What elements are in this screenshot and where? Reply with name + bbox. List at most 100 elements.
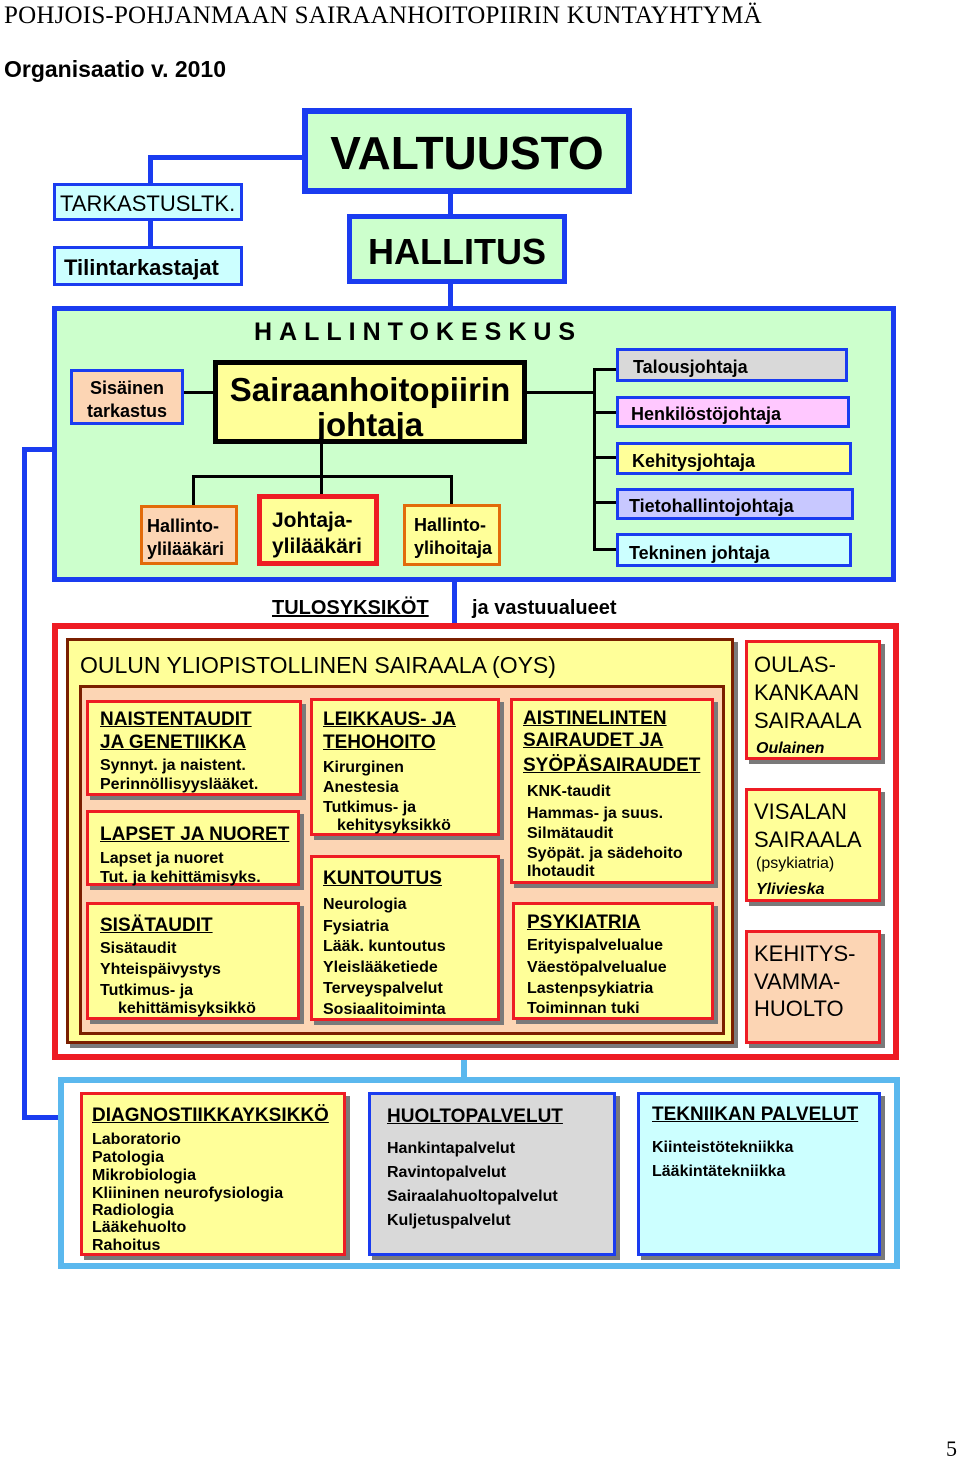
valtuusto-label: VALTUUSTO: [330, 127, 604, 179]
oulaskankaan-place: Oulainen: [756, 740, 825, 757]
diagnostiikka-item: Patologia: [92, 1149, 165, 1166]
visalan-sairaala-box: VISALAN SAIRAALA (psykiatria) Ylivieska: [745, 788, 881, 902]
diagnostiikka-item: Radiologia: [92, 1202, 174, 1219]
psykiatria-item: Toiminnan tuki: [527, 1000, 640, 1017]
hallintoylihoitaja-box: Hallinto- ylihoitaja: [403, 504, 501, 566]
aistinelinten-item: Syöpät. ja sädehoito: [527, 845, 683, 862]
huoltopalvelut-item: Ravintopalvelut: [387, 1164, 507, 1181]
visalan-note: (psykiatria): [756, 855, 835, 872]
sisataudit-item: Sisätaudit: [100, 940, 177, 957]
kehitysjohtaja-box: Kehitysjohtaja: [616, 442, 852, 475]
naistentaudit-title1: NAISTENTAUDIT: [100, 709, 252, 730]
tekniikan-palvelut-item: Lääkintätekniikka: [652, 1163, 786, 1180]
tekniikan-palvelut-title: TEKNIIKAN PALVELUT: [652, 1104, 859, 1125]
diagnostiikka-item: Mikrobiologia: [92, 1167, 196, 1184]
leikkaus-title1: LEIKKAUS- JA: [323, 709, 457, 730]
kuntoutus-item: Sosiaalitoiminta: [323, 1001, 446, 1018]
diagnostiikka-item: Lääkehuolto: [92, 1219, 187, 1236]
huoltopalvelut-item: Hankintapalvelut: [387, 1140, 516, 1157]
tekniikan-palvelut-box: TEKNIIKAN PALVELUT Kiinteistötekniikka L…: [637, 1092, 881, 1256]
aistinelinten-item: Hammas- ja suus.: [527, 805, 664, 822]
tilintarkastajat-label: Tilintarkastajat: [64, 255, 219, 280]
valtuusto-box: VALTUUSTO: [302, 108, 632, 194]
lapset-nuoret-title: LAPSET JA NUORET: [100, 824, 290, 845]
huoltopalvelut-item: Sairaalahuoltopalvelut: [387, 1188, 558, 1205]
page-number: 5: [946, 1436, 957, 1461]
vastuualueet-label: ja vastuualueet: [472, 597, 617, 619]
hallintoylilaakari-box: Hallinto- ylilääkäri: [140, 505, 238, 565]
johtaja-line1: Sairaanhoitopiirin: [229, 371, 511, 408]
aistinelinten-title3: SYÖPÄSAIRAUDET: [523, 755, 701, 776]
sisataudit-box: SISÄTAUDIT Sisätaudit Yhteispäivystys Tu…: [86, 902, 300, 1020]
oulaskankaan-sairaala-box: OULAS- KANKAAN SAIRAALA Oulainen: [745, 640, 881, 760]
aistinelinten-item: Silmätaudit: [527, 825, 614, 842]
tarkastuslautakunta-label: TARKASTUSLTK.: [60, 191, 236, 216]
kehitysvamma-title1: KEHITYS-: [754, 941, 856, 966]
diagnostiikka-item: Kliininen neurofysiologia: [92, 1185, 284, 1202]
page-subtitle: Organisaatio v. 2010: [4, 56, 227, 82]
aistinelinten-box: AISTINELINTEN SAIRAUDET JA SYÖPÄSAIRAUDE…: [510, 698, 714, 884]
diagnostiikka-item: Laboratorio: [92, 1131, 181, 1148]
hallintoylihoitaja-line2: ylihoitaja: [414, 538, 493, 558]
psykiatria-item: Väestöpalvelualue: [527, 959, 667, 976]
huoltopalvelut-item: Kuljetuspalvelut: [387, 1212, 511, 1229]
psykiatria-item: Erityispalvelualue: [527, 937, 664, 954]
kuntoutus-box: KUNTOUTUS Neurologia Fysiatria Lääk. kun…: [310, 855, 500, 1021]
tilintarkastajat-box: Tilintarkastajat: [53, 246, 243, 286]
sisainen-tarkastus-box: Sisäinen tarkastus: [70, 369, 184, 425]
kuntoutus-item: Yleislääketiede: [323, 959, 438, 976]
tekniikan-palvelut-item: Kiinteistötekniikka: [652, 1139, 794, 1156]
kehitysjohtaja-label: Kehitysjohtaja: [632, 451, 756, 471]
sisataudit-item: kehittämisyksikkö: [118, 1000, 256, 1017]
tekninen-johtaja-box: Tekninen johtaja: [616, 533, 852, 567]
oulaskankaan-title2: KANKAAN: [754, 680, 860, 705]
tietohallintojohtaja-label: Tietohallintojohtaja: [629, 496, 794, 516]
diagnostiikka-item: Rahoitus: [92, 1237, 161, 1254]
visalan-title1: VISALAN: [754, 799, 847, 824]
huoltopalvelut-title: HUOLTOPALVELUT: [387, 1106, 563, 1127]
lapset-nuoret-item: Lapset ja nuoret: [100, 850, 224, 867]
johtajaylilaakari-line1: Johtaja-: [272, 509, 353, 532]
tietohallintojohtaja-box: Tietohallintojohtaja: [616, 488, 854, 520]
leikkaus-item: Kirurginen: [323, 759, 404, 776]
lapset-nuoret-box: LAPSET JA NUORET Lapset ja nuoret Tut. j…: [86, 810, 300, 886]
sisataudit-item: Tutkimus- ja: [100, 982, 194, 999]
hallintoylilaakari-line1: Hallinto-: [147, 516, 219, 536]
psykiatria-title: PSYKIATRIA: [527, 912, 641, 933]
aistinelinten-title2: SAIRAUDET JA: [523, 730, 664, 751]
visalan-title2: SAIRAALA: [754, 827, 862, 852]
kehitysvammahuolto-box: KEHITYS- VAMMA- HUOLTO: [745, 930, 881, 1044]
henkilostojohtaja-box: Henkilöstöjohtaja: [616, 396, 850, 428]
kehitysvamma-title3: HUOLTO: [754, 996, 844, 1021]
aistinelinten-title1: AISTINELINTEN: [523, 708, 667, 729]
sairaanhoitopiirin-johtaja-box: Sairaanhoitopiirin johtaja: [213, 360, 527, 444]
naistentaudit-item: Synnyt. ja naistent.: [100, 757, 246, 774]
oys-title: OULUN YLIOPISTOLLINEN SAIRAALA (OYS): [80, 652, 556, 678]
naistentaudit-item: Perinnöllisyyslääket.: [100, 776, 259, 793]
hallitus-label: HALLITUS: [368, 231, 546, 272]
tarkastuslautakunta-box: TARKASTUSLTK.: [53, 183, 243, 221]
sisataudit-title: SISÄTAUDIT: [100, 915, 213, 936]
organization-title: POHJOIS-POHJANMAAN SAIRAANHOITOPIIRIN KU…: [4, 2, 762, 29]
leikkaus-tehohoito-box: LEIKKAUS- JA TEHOHOITO Kirurginen Aneste…: [310, 698, 500, 836]
kuntoutus-item: Neurologia: [323, 896, 407, 913]
hallintokeskus-title: HALLINTOKESKUS: [254, 318, 583, 346]
naistentaudit-title2: JA GENETIIKKA: [100, 732, 247, 753]
diagnostiikka-title: DIAGNOSTIIKKAYKSIKKÖ: [92, 1105, 329, 1126]
sisainen-line1: Sisäinen: [89, 378, 165, 398]
huoltopalvelut-box: HUOLTOPALVELUT Hankintapalvelut Ravintop…: [368, 1092, 616, 1256]
kuntoutus-item: Fysiatria: [323, 918, 389, 935]
aistinelinten-item: KNK-taudit: [527, 783, 611, 800]
lapset-nuoret-item: Tut. ja kehittämisyks.: [100, 869, 261, 886]
talousjohtaja-box: Talousjohtaja: [616, 348, 848, 382]
henkilostojohtaja-label: Henkilöstöjohtaja: [631, 404, 782, 424]
sisataudit-item: Yhteispäivystys: [100, 961, 221, 978]
kuntoutus-item: Lääk. kuntoutus: [323, 938, 446, 955]
leikkaus-title2: TEHOHOITO: [323, 732, 436, 753]
psykiatria-item: Lastenpsykiatria: [527, 980, 654, 997]
johtaja-line2: johtaja: [316, 406, 424, 443]
oulaskankaan-title1: OULAS-: [754, 652, 836, 677]
kuntoutus-item: Terveyspalvelut: [323, 980, 443, 997]
naistentaudit-box: NAISTENTAUDIT JA GENETIIKKA Synnyt. ja n…: [86, 700, 302, 796]
leikkaus-item: kehitysyksikkö: [337, 817, 451, 834]
